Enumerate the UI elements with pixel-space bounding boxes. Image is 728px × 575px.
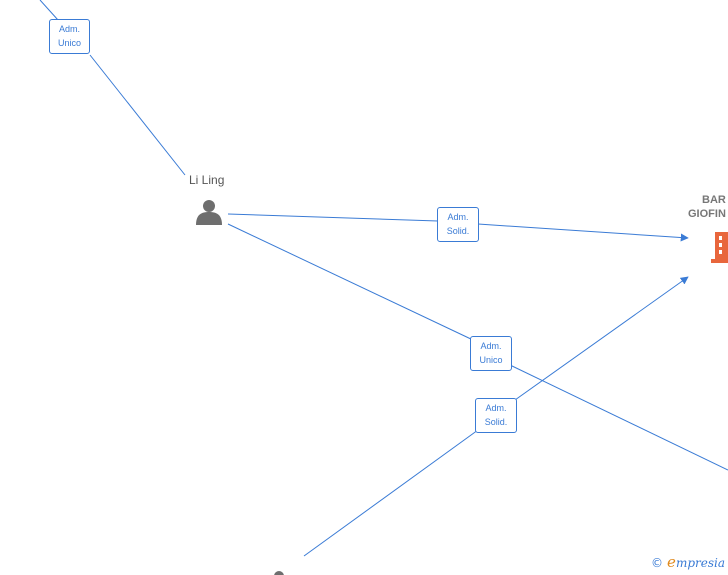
edge-label-li-ling-company[interactable]: Adm. Solid. [437, 207, 479, 242]
building-icon[interactable] [711, 232, 728, 263]
company-name-line-2: GIOFIN [688, 208, 726, 220]
edge-top-adm-unico [39, 0, 186, 176]
company-name-line-1: BAR [702, 194, 726, 206]
relation-line-2: Unico [57, 38, 81, 48]
person-icon[interactable] [274, 571, 284, 575]
edge-bottom-to-company [303, 277, 688, 557]
person-name-label[interactable]: Li Ling [189, 173, 225, 187]
relation-line-2: Solid. [484, 417, 508, 427]
edge-li-ling-to-company [227, 213, 688, 238]
brand-name: mpresia [675, 556, 725, 570]
empresia-watermark: ©empresia [651, 553, 725, 571]
relation-line-1: Adm. [58, 24, 80, 34]
relation-line-1: Adm. [480, 341, 502, 351]
edge-li-ling-to-right [227, 223, 728, 471]
copyright-symbol: © [651, 556, 664, 570]
person-icon[interactable] [196, 200, 222, 225]
relation-line-1: Adm. [447, 212, 469, 222]
relation-line-2: Unico [479, 355, 503, 365]
edge-label-top[interactable]: Adm. Unico [49, 19, 90, 54]
relation-line-2: Solid. [446, 226, 470, 236]
edge-label-li-ling-right[interactable]: Adm. Unico [470, 336, 512, 371]
edge-label-bottom-company[interactable]: Adm. Solid. [475, 398, 517, 433]
brand-initial: e [667, 553, 676, 571]
relation-line-1: Adm. [485, 403, 507, 413]
company-name-label[interactable]: BAR GIOFIN [688, 193, 728, 221]
